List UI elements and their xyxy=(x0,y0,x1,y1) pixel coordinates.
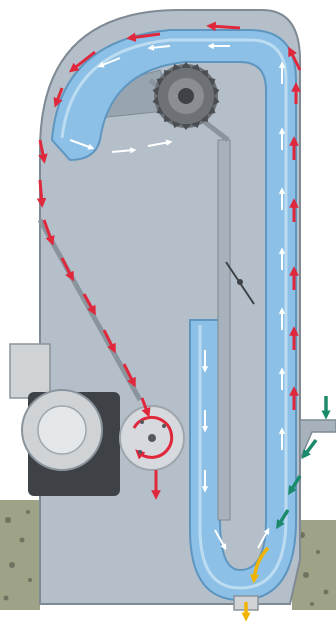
fan-icon xyxy=(120,406,184,470)
inner-plate xyxy=(218,140,230,520)
